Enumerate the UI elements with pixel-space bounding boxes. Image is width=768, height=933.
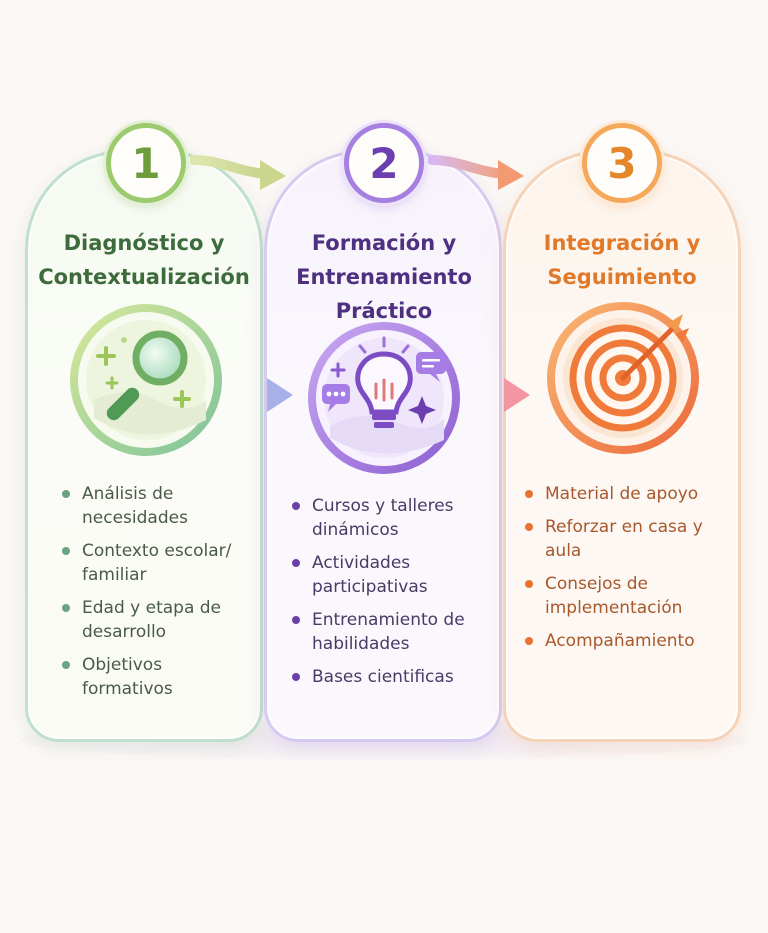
magnifier-icon bbox=[70, 304, 222, 456]
target-icon bbox=[547, 302, 699, 454]
bullet-icon bbox=[62, 490, 70, 498]
list-item: Edad y etapa de desarrollo bbox=[62, 596, 252, 644]
step-3-list: Material de apoyo Reforzar en casa y aul… bbox=[525, 482, 735, 662]
list-item: Bases cientificas bbox=[292, 665, 488, 689]
step-title-2: Formación y Entrenamiento Práctico bbox=[296, 231, 472, 323]
bullet-icon bbox=[62, 661, 70, 669]
step-number-1: 1 bbox=[106, 123, 186, 203]
arrow-right-icon bbox=[190, 155, 286, 190]
step-1-list: Análisis de necesidades Contexto escolar… bbox=[62, 482, 252, 710]
bullet-icon bbox=[292, 616, 300, 624]
bullet-icon bbox=[292, 502, 300, 510]
list-item: Análisis de necesidades bbox=[62, 482, 252, 530]
step-number-3: 3 bbox=[582, 123, 662, 203]
bullet-icon bbox=[525, 580, 533, 588]
bullet-icon bbox=[525, 637, 533, 645]
arrow-right-icon bbox=[217, 378, 293, 412]
lightbulb-icon bbox=[308, 322, 460, 474]
bullet-icon bbox=[292, 559, 300, 567]
bullet-icon bbox=[525, 490, 533, 498]
list-item: Contexto escolar/ familiar bbox=[62, 539, 252, 587]
bullet-icon bbox=[62, 604, 70, 612]
step-number-2: 2 bbox=[344, 123, 424, 203]
bullet-icon bbox=[292, 673, 300, 681]
list-item: Consejos de implementación bbox=[525, 572, 735, 620]
step-2-list: Cursos y talleres dinámicos Actividades … bbox=[292, 494, 488, 698]
list-item: Material de apoyo bbox=[525, 482, 735, 506]
bullet-icon bbox=[525, 523, 533, 531]
list-item: Acompañamiento bbox=[525, 629, 735, 653]
list-item: Objetivos formativos bbox=[62, 653, 252, 701]
arrow-right-icon bbox=[454, 378, 530, 412]
list-item: Entrenamiento de habilidades bbox=[292, 608, 488, 656]
list-item: Reforzar en casa y aula bbox=[525, 515, 735, 563]
bullet-icon bbox=[62, 547, 70, 555]
list-item: Actividades participativas bbox=[292, 551, 488, 599]
list-item: Cursos y talleres dinámicos bbox=[292, 494, 488, 542]
step-title-3: Integración y Seguimiento bbox=[543, 231, 701, 289]
step-title-1: Diagnóstico y Contextualización bbox=[38, 231, 250, 289]
arrow-right-icon bbox=[428, 155, 524, 190]
